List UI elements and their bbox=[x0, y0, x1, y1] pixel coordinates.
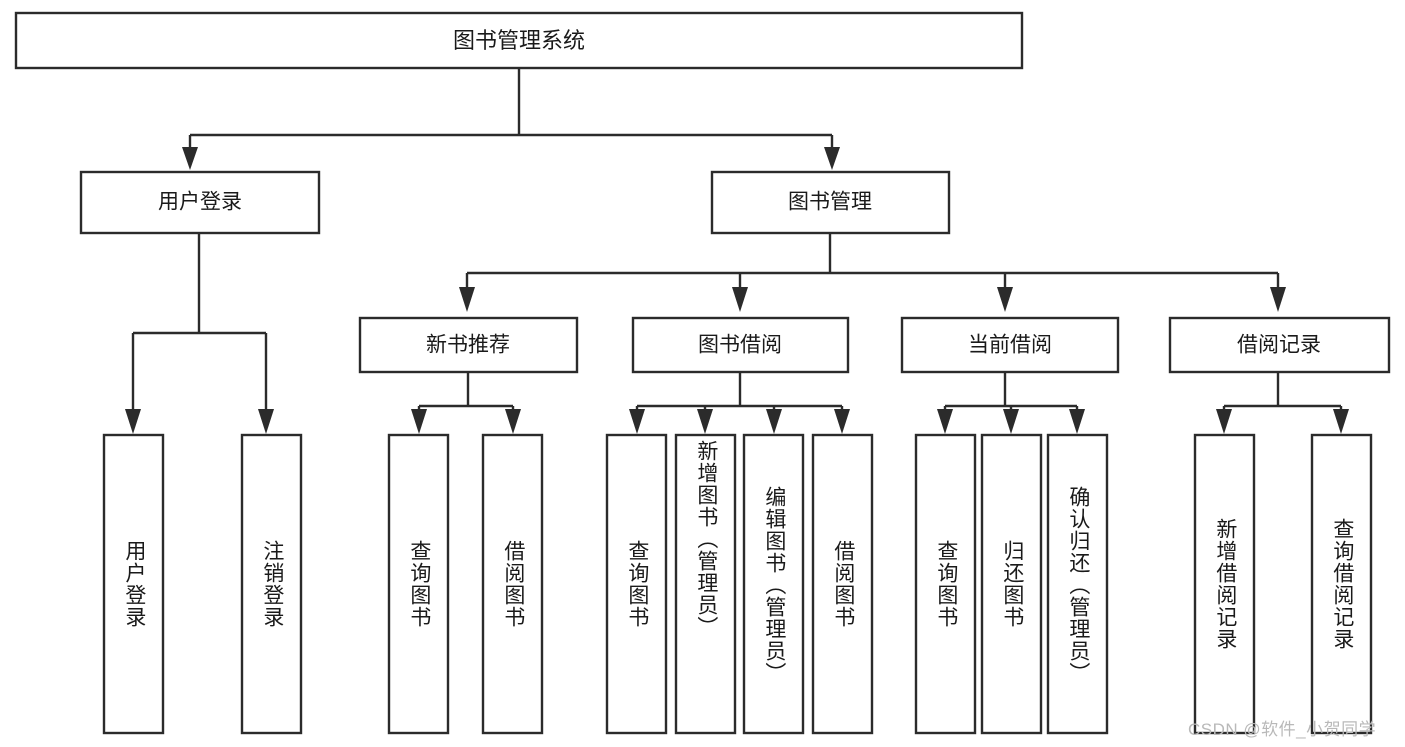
leaf-box-cb-query-book[interactable] bbox=[914, 433, 977, 735]
arrow-head-to-user-login bbox=[182, 147, 198, 170]
node-new-book-recommend-box[interactable] bbox=[358, 316, 579, 374]
leaf-box-bb-borrow-book[interactable] bbox=[811, 433, 874, 735]
connector-group-book-manage-to-level3 bbox=[459, 233, 1286, 312]
leaf-box-logout[interactable] bbox=[240, 433, 303, 735]
leaf-box-nb-query-book[interactable] bbox=[387, 433, 450, 735]
node-current-borrow-box[interactable] bbox=[900, 316, 1120, 374]
arrow-head-cb-leaf-2 bbox=[1003, 409, 1019, 434]
node-borrow-record-box[interactable] bbox=[1168, 316, 1391, 374]
node-new-book-recommend-label: 新书推荐 bbox=[426, 334, 510, 357]
node-new-book-recommend[interactable]: 新书推荐 bbox=[358, 316, 579, 374]
arrow-head-nb-leaf-1 bbox=[411, 409, 427, 434]
arrow-head-cb-leaf-1 bbox=[937, 409, 953, 434]
connector-group-root-to-level2 bbox=[182, 68, 840, 170]
node-borrow-record[interactable]: 借阅记录 bbox=[1168, 316, 1391, 374]
leaf-box-br-query-record[interactable] bbox=[1310, 433, 1373, 735]
node-book-borrow-label: 图书借阅 bbox=[698, 334, 782, 357]
arrow-head-br-leaf-2 bbox=[1333, 409, 1349, 434]
node-root-system[interactable]: 图书管理系统 bbox=[14, 11, 1024, 70]
arrow-head-bb-leaf-2 bbox=[697, 409, 713, 434]
arrow-head-leaf-user-login bbox=[125, 409, 141, 434]
node-user-login-label: 用户登录 bbox=[158, 191, 242, 214]
connector-group-new-book-to-leaves bbox=[411, 372, 521, 434]
arrow-head-to-new-book bbox=[459, 287, 475, 312]
leaf-box-cb-confirm-return[interactable] bbox=[1046, 433, 1109, 735]
node-current-borrow[interactable]: 当前借阅 bbox=[900, 316, 1120, 374]
arrow-head-to-current-borrow bbox=[997, 287, 1013, 312]
leaf-box-bb-edit-book[interactable] bbox=[742, 433, 805, 735]
arrow-head-br-leaf-1 bbox=[1216, 409, 1232, 434]
arrow-head-cb-leaf-3 bbox=[1069, 409, 1085, 434]
node-book-manage[interactable]: 图书管理 bbox=[710, 170, 951, 235]
arrow-head-leaf-logout bbox=[258, 409, 274, 434]
leaf-box-cb-return-book[interactable] bbox=[980, 433, 1043, 735]
node-book-manage-box[interactable] bbox=[710, 170, 951, 235]
arrow-head-bb-leaf-1 bbox=[629, 409, 645, 434]
leaf-box-bb-query-book[interactable] bbox=[605, 433, 668, 735]
leaf-box-bb-add-book[interactable] bbox=[674, 433, 737, 735]
node-book-borrow[interactable]: 图书借阅 bbox=[631, 316, 850, 374]
connector-group-book-borrow-to-leaves bbox=[629, 372, 850, 434]
arrow-head-to-borrow-record bbox=[1270, 287, 1286, 312]
node-user-login-box[interactable] bbox=[79, 170, 321, 235]
node-user-login[interactable]: 用户登录 bbox=[79, 170, 321, 235]
arrow-head-bb-leaf-3 bbox=[766, 409, 782, 434]
node-book-borrow-box[interactable] bbox=[631, 316, 850, 374]
csdn-watermark: CSDN @软件_小贺同学 bbox=[1188, 720, 1377, 739]
connector-group-borrow-record-to-leaves bbox=[1216, 372, 1349, 434]
leaf-box-user-login[interactable] bbox=[102, 433, 165, 735]
leaf-box-br-add-record[interactable] bbox=[1193, 433, 1256, 735]
leaf-box-nb-borrow-book[interactable] bbox=[481, 433, 544, 735]
node-book-manage-label: 图书管理 bbox=[788, 191, 872, 214]
connector-group-user-login-to-leaves bbox=[125, 233, 274, 434]
arrow-head-to-book-borrow bbox=[732, 287, 748, 312]
arrow-head-nb-leaf-2 bbox=[505, 409, 521, 434]
arrow-head-to-book-manage bbox=[824, 147, 840, 170]
node-current-borrow-label: 当前借阅 bbox=[968, 334, 1052, 357]
arrow-head-bb-leaf-4 bbox=[834, 409, 850, 434]
node-root-box[interactable] bbox=[14, 11, 1024, 70]
node-borrow-record-label: 借阅记录 bbox=[1237, 334, 1321, 357]
node-root-label: 图书管理系统 bbox=[453, 28, 585, 53]
connector-group-current-borrow-to-leaves bbox=[937, 372, 1085, 434]
